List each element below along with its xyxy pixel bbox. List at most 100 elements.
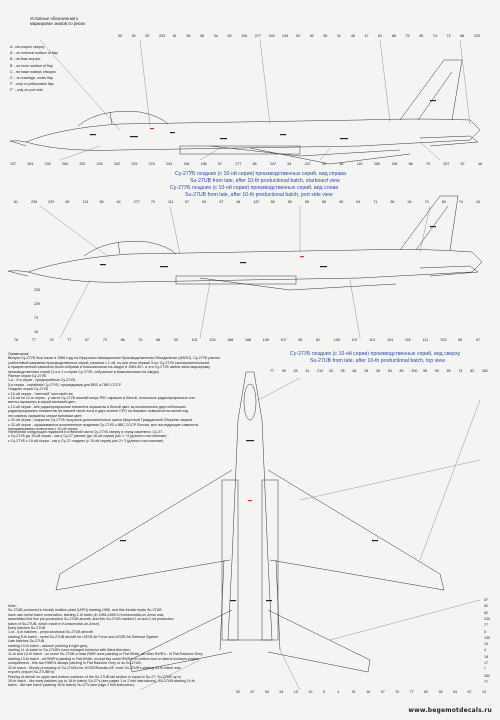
callout-number: 196 [183, 162, 190, 166]
callout-number: 28 [293, 369, 298, 373]
callout-number: 94 [131, 34, 136, 38]
callout-number: 102 [404, 338, 411, 342]
note-line: с 13-ой серии - все радиопрозрачные элем… [8, 404, 186, 409]
callout-number: 79 [426, 162, 430, 166]
callout-number: 235 [44, 162, 51, 166]
note-line: batch of Su-27UB, which made in Komsomol… [8, 621, 101, 626]
note-line: Late batches Su-27UB [8, 639, 45, 644]
callout-number: 77 [484, 680, 488, 684]
top-view-drawing [55, 371, 445, 673]
callout-number: 33 [328, 369, 333, 373]
callout-number: 77 [67, 338, 72, 342]
callout-number: 77 [31, 338, 36, 342]
callout-number: 73 [424, 200, 429, 204]
callout-number: 188 [227, 338, 234, 342]
callout-number: 52 [236, 690, 240, 694]
callout-number: 61 [14, 200, 18, 204]
callout-number: 200 [411, 369, 418, 373]
callout-number: 5 [484, 629, 486, 634]
callout-number: 65 [65, 200, 70, 204]
callout-number: 230 [484, 616, 490, 621]
note-line: и прикрепленной самолеты были собраны в … [8, 365, 211, 370]
starboard-view-drawing [9, 59, 481, 165]
callout-number: 111 [422, 338, 429, 342]
note-line: 1-st - 5-th batches - preproductional Su… [8, 630, 94, 635]
callout-number: 277 [133, 200, 140, 204]
note-line: assembled first five pre-production Su-2… [8, 617, 174, 622]
callout-number: 229 [34, 302, 40, 306]
note-line: радиопрозрачных элементов на нижней част… [8, 409, 189, 414]
callout-number: 245 [268, 34, 275, 38]
callout-number: 58 [200, 34, 205, 38]
note-line: Выпуск Су-27УБ был начат в 1986 году на … [8, 356, 221, 361]
callout-number: 107 [351, 338, 358, 342]
note-line: с 10-ой серии - "светлый" чистовой газ; [8, 391, 74, 396]
note-line: export's (export Su-27UBK's) [8, 670, 55, 675]
callout-number: 28 [364, 369, 369, 373]
callout-number: 198 [391, 162, 398, 166]
callout-number: 280 [374, 162, 380, 166]
callout-number: 98 [339, 200, 344, 204]
note-line: 32-th batch - Mostly producing of Su-27U… [8, 665, 181, 670]
callout-number: 262 [482, 369, 488, 373]
callout-number: 89 [390, 200, 395, 204]
callout-number: 77 [484, 623, 488, 628]
callout-number: 67 [250, 690, 255, 694]
callout-number: 52 [309, 34, 314, 38]
callout-number: 57 [484, 598, 488, 602]
callout-number: 229 [131, 162, 138, 166]
callout-number: 55 [287, 200, 292, 204]
note-line: Нанесение следующих надписей в отвесной … [8, 430, 165, 434]
callout-number: 46 [478, 162, 482, 166]
callout-number: 202 [440, 338, 447, 342]
legend-item: C - на нижн поверх створки [10, 69, 56, 74]
callout-number: 57 [460, 162, 465, 166]
callout-number: 70 [395, 690, 400, 694]
callout-number: 84 [352, 369, 357, 373]
callout-number: 277 [254, 34, 261, 38]
callout-number: 101 [369, 338, 376, 342]
callout-number: 15 [484, 642, 488, 647]
callout-number: 99 [281, 369, 286, 373]
callout-number: 113 [82, 200, 89, 204]
callout-number: 276 [148, 162, 155, 166]
callout-number: 77 [409, 690, 414, 694]
notes-ru: Примечание Выпуск Су-27УБ был начат в 19… [8, 352, 248, 431]
callout-number: 108 [262, 338, 269, 342]
leader-lines [39, 39, 481, 691]
callout-number: 67 [85, 338, 90, 342]
callout-number: 95 [118, 34, 122, 38]
note-line: с 32-ой серии - окрашиваются исполненные… [8, 422, 199, 427]
callout-number: 74 [458, 369, 463, 373]
callout-number: 82 [470, 369, 475, 373]
callout-number: 73 [34, 316, 38, 320]
callout-number: 92 [145, 34, 150, 38]
callout-number: 63 [227, 34, 232, 38]
callout-number: 261 [27, 162, 34, 166]
note-line: batch - like late batch (starting 16-th … [8, 683, 136, 688]
callout-number: 15 [293, 690, 298, 694]
notes-ru-lines: Выпуск Су-27УБ был начат в 1986 году на … [8, 356, 248, 431]
callout-number: 97 [219, 200, 224, 204]
legend-item: A - на покрыт сверху [10, 45, 45, 49]
callout-number: 82 [424, 690, 429, 694]
callout-number: 10 [308, 690, 313, 694]
callout-number: 243 [166, 162, 172, 166]
callout-number: 72 [446, 34, 451, 38]
callout-number: 54 [287, 162, 292, 166]
callout-number: 111 [168, 200, 174, 204]
note-line: с Су-27УБ до 19-ой серии - как у Су-27 р… [8, 434, 169, 439]
note-line: с 20-ой серии - покрытие Су-27УБ получил… [8, 418, 193, 423]
callout-number: 242 [114, 162, 120, 166]
callout-number: 31 [305, 369, 310, 373]
callout-number: 99 [434, 369, 439, 373]
callout-number: 94 [279, 690, 284, 694]
notes-en-heading: Note: [8, 604, 17, 608]
callout-number: 56 [270, 200, 275, 204]
callout-number: 65 [304, 200, 309, 204]
callout-number: 88 [391, 34, 396, 38]
callout-number: 212 [317, 369, 324, 373]
callout-number: 53 [296, 34, 300, 38]
callout-number: 64 [116, 200, 121, 204]
